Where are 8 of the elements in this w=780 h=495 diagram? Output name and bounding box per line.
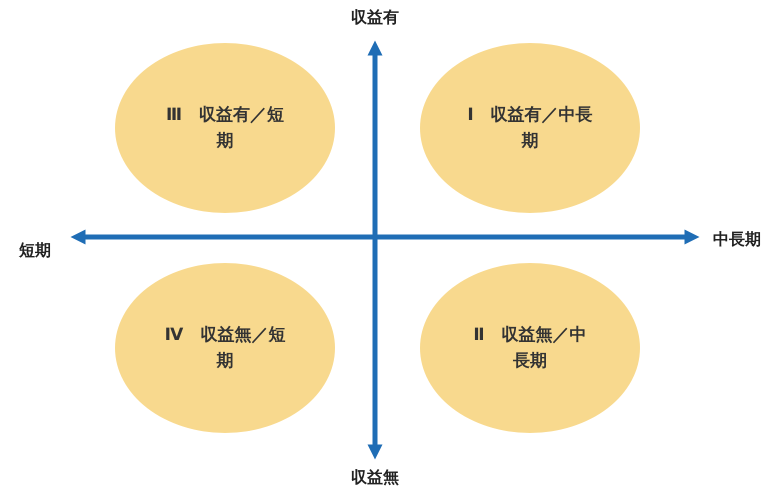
quadrant-label: Ⅲ 収益有／短期 [164,104,286,153]
axis-label: 収益有 [351,8,399,28]
quadrant-label: Ⅰ 収益有／中長期 [466,104,594,153]
axis-label: 中長期 [713,230,761,250]
axis-label: 短期 [19,240,51,262]
quadrant-label: Ⅱ 収益無／中長期 [472,324,588,373]
quadrant-label: Ⅳ 収益無／短期 [164,324,286,373]
axis-label: 収益無 [351,468,399,488]
